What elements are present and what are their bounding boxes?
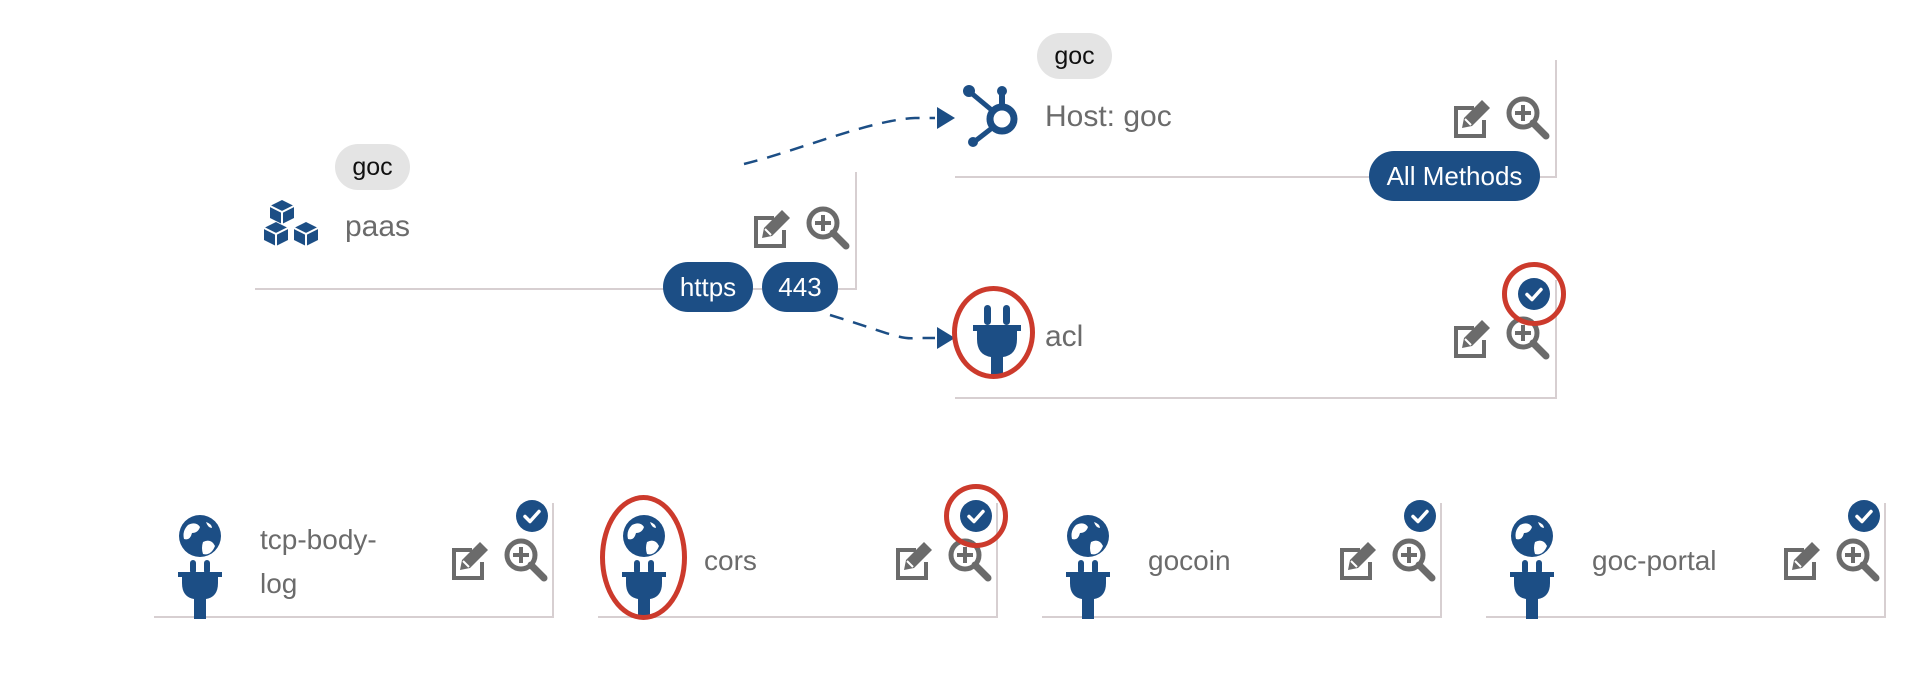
arrowhead-plugin [937, 327, 955, 349]
service-name: paas [345, 210, 411, 243]
edit-icon [890, 536, 938, 584]
route-edit-button[interactable] [1448, 94, 1496, 142]
check-circle-icon[interactable] [1404, 500, 1436, 532]
zoom-in-icon [502, 536, 550, 584]
global-plugin-name: goc-portal [1592, 545, 1717, 576]
globe-plug-icon [1058, 512, 1118, 622]
global-plugin-edit-button[interactable] [1778, 536, 1826, 584]
global-plugin-edit-button[interactable] [890, 536, 938, 584]
service-plugin-edit-button[interactable] [1448, 314, 1496, 362]
service-zoom-button[interactable] [804, 204, 852, 252]
global-plugin-card[interactable] [1486, 503, 1886, 618]
globe-plug-icon [170, 512, 230, 622]
global-plugin-zoom-button[interactable] [1834, 536, 1882, 584]
zoom-in-icon [1834, 536, 1882, 584]
zoom-in-icon [1390, 536, 1438, 584]
connector-to-route [743, 116, 935, 166]
service-edit-button[interactable] [748, 204, 796, 252]
cubes-icon [262, 198, 326, 252]
global-plugin-zoom-button[interactable] [1390, 536, 1438, 584]
global-plugin-edit-button[interactable] [1334, 536, 1382, 584]
check-circle-icon[interactable] [516, 500, 548, 532]
edit-icon [1778, 536, 1826, 584]
globe-plug-icon-highlight [600, 495, 687, 620]
route-zoom-button[interactable] [1504, 94, 1552, 142]
global-plugin-name: gocoin [1148, 545, 1231, 576]
zoom-in-icon [804, 204, 852, 252]
zoom-in-icon [1504, 94, 1552, 142]
service-plugin-name: acl [1045, 320, 1084, 353]
route-methods-badge: All Methods [1369, 151, 1540, 201]
service-protocol-badge: https [663, 262, 753, 312]
check-icon-highlight [944, 484, 1008, 548]
check-circle-icon[interactable] [1848, 500, 1880, 532]
route-label: Host: goc [1045, 100, 1172, 133]
edit-icon [446, 536, 494, 584]
arrowhead-route [937, 107, 955, 129]
global-plugin-card[interactable] [1042, 503, 1442, 618]
global-plugin-edit-button[interactable] [446, 536, 494, 584]
service-tag: goc [335, 144, 410, 190]
plug-icon-highlight [952, 286, 1035, 379]
connector-to-plugin [829, 313, 935, 340]
global-plugin-name: cors [704, 545, 757, 576]
service-port-badge: 443 [762, 262, 838, 312]
route-tag: goc [1037, 33, 1112, 79]
global-plugin-card[interactable] [154, 503, 554, 618]
global-plugin-name: tcp-body-log [260, 524, 377, 599]
edit-icon [1334, 536, 1382, 584]
edit-icon [748, 204, 796, 252]
check-icon-highlight [1502, 262, 1566, 326]
edit-icon [1448, 94, 1496, 142]
globe-plug-icon [1502, 512, 1562, 622]
hubspot-route-icon [962, 84, 1026, 148]
edit-icon [1448, 314, 1496, 362]
global-plugin-zoom-button[interactable] [502, 536, 550, 584]
